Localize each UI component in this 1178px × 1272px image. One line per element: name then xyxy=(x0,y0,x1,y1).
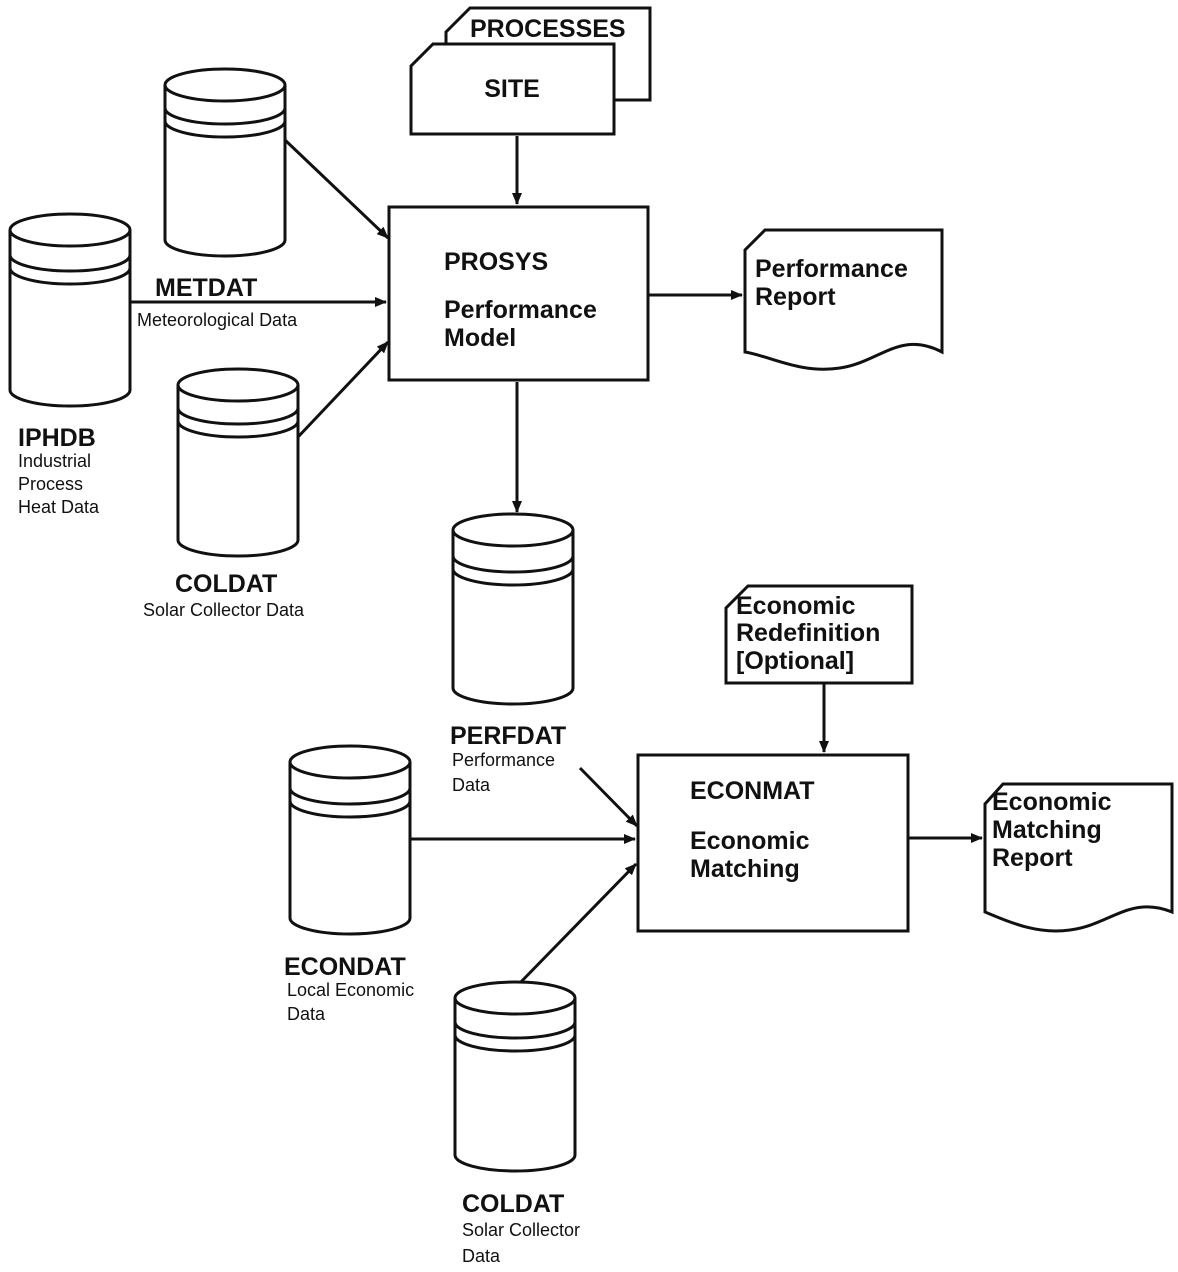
coldat-top-description: Solar Collector Data xyxy=(143,600,305,620)
coldat-top-cylinder xyxy=(176,367,300,558)
iphdb-code: IPHDB xyxy=(18,424,96,452)
coldat-bottom-description-line2: Data xyxy=(462,1246,501,1266)
econmat-process-box: ECONMAT Economic Matching xyxy=(636,753,910,933)
site-card xyxy=(409,42,616,136)
iphdb-cylinder xyxy=(8,212,132,408)
redefinition-line1: Economic xyxy=(736,592,856,620)
economic-redefinition-card: Economic Redefinition [Optional] xyxy=(724,584,914,685)
perfdat-cylinder xyxy=(451,512,575,706)
iphdb-description-line2: Process xyxy=(18,474,83,494)
metdat-code: METDAT xyxy=(155,274,257,302)
perfdat-description-line2: Data xyxy=(452,775,491,795)
econmat-title-line1: Economic xyxy=(690,827,810,855)
performance-report-line1: Performance xyxy=(755,255,908,283)
metdat-description: Meteorological Data xyxy=(137,310,298,330)
econmat-title-line2: Matching xyxy=(690,855,800,883)
coldat-bottom-cylinder xyxy=(453,980,577,1173)
econdat-cylinder xyxy=(288,744,412,936)
prosys-process-box: PROSYS Performance Model xyxy=(387,205,650,382)
arrow-coldat-to-prosys xyxy=(296,340,390,439)
prosys-title-line1: Performance xyxy=(444,296,597,324)
performance-report-line2: Report xyxy=(755,283,836,311)
processes-label: PROCESSES xyxy=(470,15,626,43)
iphdb-description-line3: Heat Data xyxy=(18,497,100,517)
coldat-bottom-code: COLDAT xyxy=(462,1190,564,1218)
metdat-cylinder xyxy=(163,67,287,258)
economic-matching-report-document: Economic Matching Report xyxy=(983,782,1174,933)
matching-report-line3: Report xyxy=(992,844,1073,872)
arrow-metdat-to-prosys xyxy=(283,138,390,240)
coldat-bottom-description-line1: Solar Collector xyxy=(462,1220,580,1240)
coldat-top-code: COLDAT xyxy=(175,570,277,598)
econdat-description-line1: Local Economic xyxy=(287,980,414,1000)
connectors xyxy=(130,136,983,989)
perfdat-code: PERFDAT xyxy=(450,722,566,750)
econmat-code: ECONMAT xyxy=(690,777,815,805)
arrow-coldat-bottom-to-econmat xyxy=(514,862,638,989)
perfdat-description-line1: Performance xyxy=(452,750,555,770)
iphdb-description-line1: Industrial xyxy=(18,451,91,471)
performance-report-document: Performance Report xyxy=(743,228,944,371)
site-label: SITE xyxy=(484,75,540,103)
redefinition-line3: [Optional] xyxy=(736,647,854,675)
econdat-description-line2: Data xyxy=(287,1004,326,1024)
site-processes-cards: PROCESSES SITE xyxy=(409,6,652,136)
matching-report-line2: Matching xyxy=(992,816,1102,844)
arrow-perfdat-to-econmat xyxy=(578,766,639,828)
matching-report-line1: Economic xyxy=(992,788,1112,816)
redefinition-line2: Redefinition xyxy=(736,619,880,647)
econdat-code: ECONDAT xyxy=(284,953,406,981)
prosys-code: PROSYS xyxy=(444,248,548,276)
prosys-title-line2: Model xyxy=(444,324,516,352)
